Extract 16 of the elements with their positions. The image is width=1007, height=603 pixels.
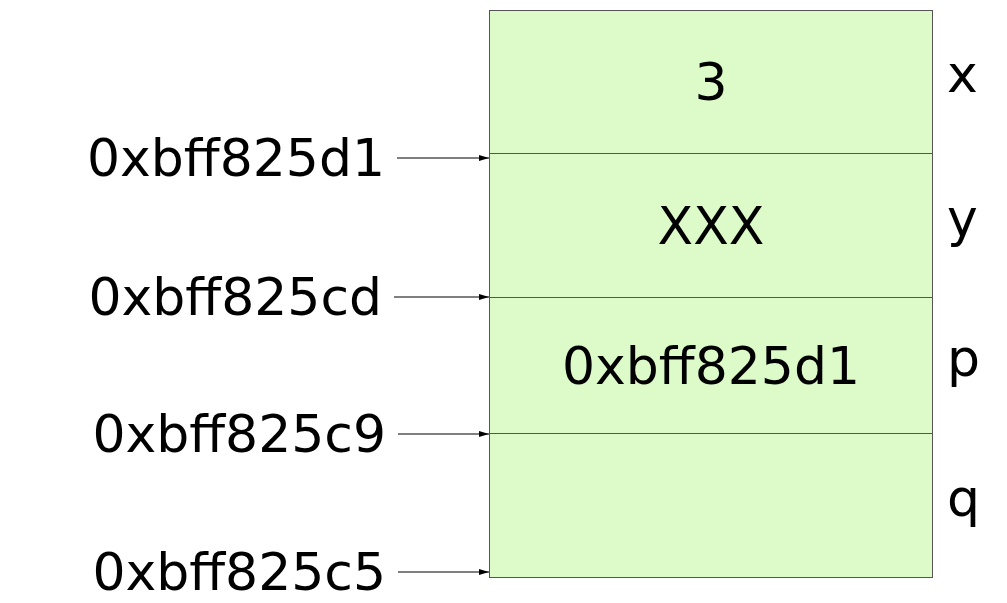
arrow — [397, 569, 490, 575]
memory-cell — [489, 433, 933, 578]
cell-value: 3 — [694, 56, 728, 108]
memory-cell — [489, 297, 933, 434]
memory-cell — [489, 10, 933, 154]
arrow — [396, 155, 490, 161]
address-label: 0xbff825c5 — [6, 540, 386, 603]
variable-name: x — [947, 48, 978, 100]
address-label: 0xbff825d1 — [5, 126, 385, 190]
arrow — [397, 431, 490, 437]
cell-value: 0xbff825d1 — [561, 339, 860, 392]
address-label: 0xbff825c9 — [6, 402, 386, 466]
arrow — [393, 294, 490, 300]
cell-value: XXX — [657, 199, 765, 252]
address-label: 0xbff825cd — [2, 265, 382, 329]
memory-cell — [489, 153, 933, 298]
